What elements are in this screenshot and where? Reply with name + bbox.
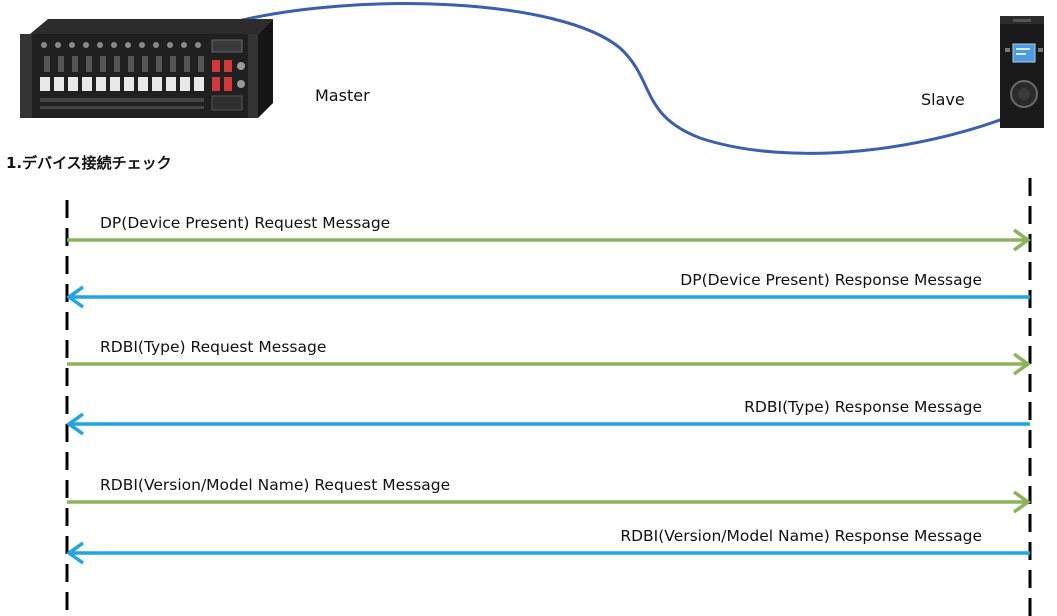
response-arrowhead: [65, 285, 85, 309]
master-label: Master: [315, 86, 370, 105]
slave-device-icon: [1000, 16, 1044, 128]
connection-cable: [236, 2, 1032, 155]
request-arrowhead: [1012, 352, 1032, 376]
response-message-label: DP(Device Present) Response Message: [680, 271, 982, 289]
slave-label: Slave: [921, 90, 965, 109]
request-arrowhead: [1012, 228, 1032, 252]
response-message-label: RDBI(Type) Response Message: [744, 398, 982, 416]
section-title: 1.デバイス接続チェック: [6, 154, 172, 172]
request-message-label: DP(Device Present) Request Message: [100, 214, 391, 232]
response-message-label: RDBI(Version/Model Name) Response Messag…: [620, 527, 982, 545]
request-message-label: RDBI(Type) Request Message: [100, 338, 327, 356]
master-device-icon: [20, 19, 273, 118]
request-arrowhead: [1012, 490, 1032, 514]
message-arrows: [65, 228, 1032, 565]
response-arrowhead: [65, 412, 85, 436]
request-message-label: RDBI(Version/Model Name) Request Message: [100, 476, 451, 494]
response-arrowhead: [65, 541, 85, 565]
